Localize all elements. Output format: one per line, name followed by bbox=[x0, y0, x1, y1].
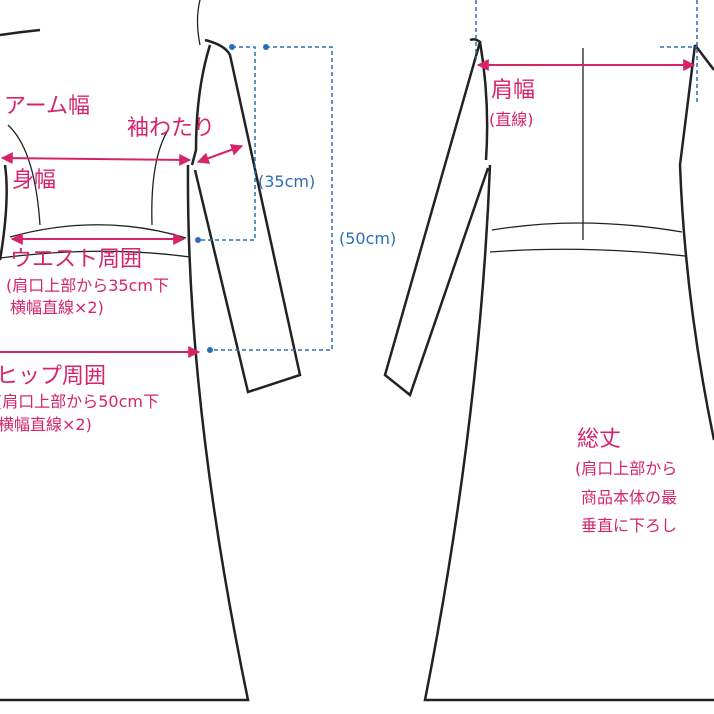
guide-lines bbox=[195, 0, 698, 353]
total-length-note-2: 商品本体の最 bbox=[581, 488, 678, 507]
total-length-note-1: (肩口上部から bbox=[575, 459, 678, 478]
hip-note-1: (肩口上部から50cm下 bbox=[0, 392, 159, 411]
total-length-note-3: 垂直に下ろし bbox=[581, 516, 678, 535]
back-dress-outline bbox=[383, 38, 714, 702]
total-length-label: 総丈 bbox=[577, 427, 622, 452]
hip-note-2: 横幅直線×2) bbox=[0, 415, 92, 434]
guide-50cm-label: (50cm) bbox=[339, 229, 397, 248]
shoulder-width-note: (直線) bbox=[489, 110, 534, 129]
arm-width-label: アーム幅 bbox=[4, 94, 91, 119]
measurement-arrows bbox=[0, 59, 696, 358]
hip-label: ヒップ周囲 bbox=[0, 364, 107, 389]
guide-35cm-label: (35cm) bbox=[258, 172, 316, 191]
shoulder-width-label: 肩幅 bbox=[491, 78, 536, 103]
waist-label: ウエスト周囲 bbox=[10, 247, 143, 272]
sleeve-width-label: 袖わたり bbox=[127, 116, 216, 141]
waist-note-2: 横幅直線×2) bbox=[10, 298, 104, 317]
body-width-label: 身幅 bbox=[12, 168, 57, 193]
waist-note-1: (肩口上部から35cm下 bbox=[6, 276, 169, 295]
back-dress-seams bbox=[489, 48, 686, 257]
